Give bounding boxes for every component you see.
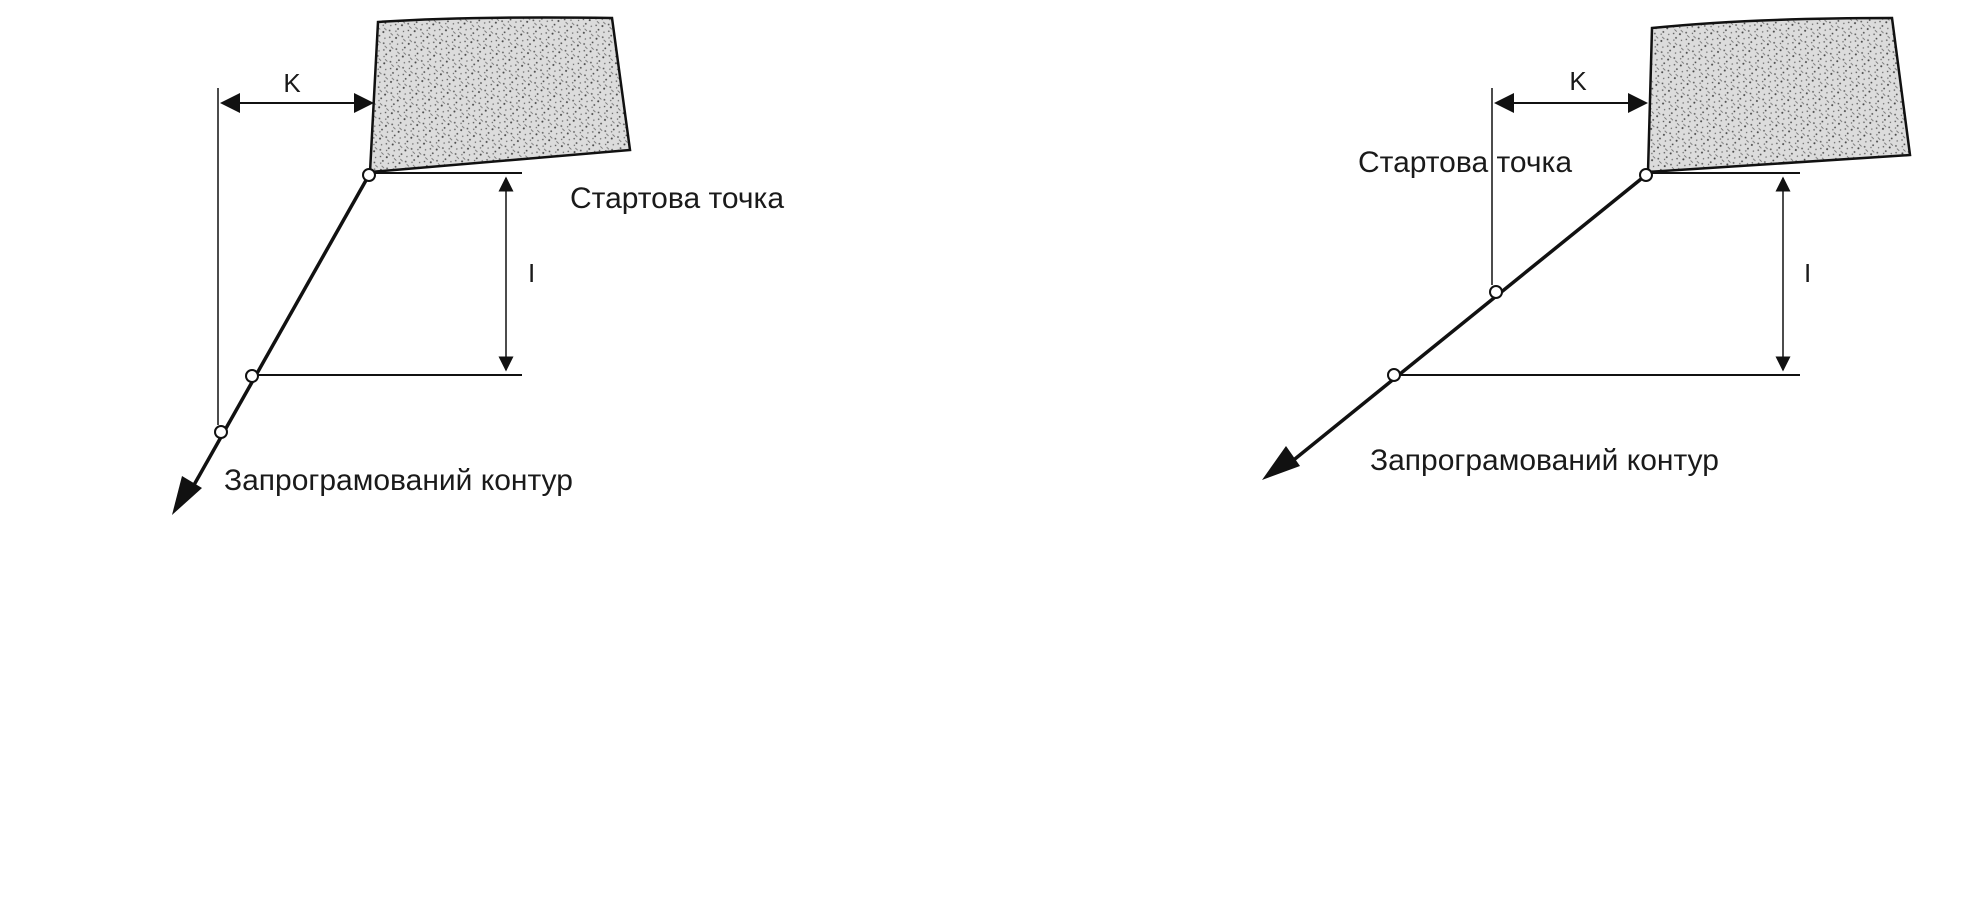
i-dimension-label: I xyxy=(528,258,535,288)
programmed-contour-line xyxy=(1283,173,1648,469)
start-point-label: Стартова точка xyxy=(1358,146,1572,179)
diagram-left: K I Стартова точка Запрограмований конту… xyxy=(172,16,784,515)
contour-arrowhead xyxy=(1262,446,1300,480)
programmed-contour-line xyxy=(188,174,371,493)
i-dimension-label: I xyxy=(1804,258,1811,288)
start-point-label: Стартова точка xyxy=(570,182,784,215)
start-point-marker xyxy=(1639,168,1653,182)
contour-label: Запрограмований контур xyxy=(1370,444,1719,477)
contour-point-marker xyxy=(1387,368,1401,382)
contour-point-marker xyxy=(1489,285,1503,299)
contour-label: Запрограмований контур xyxy=(224,464,573,497)
workpiece-block xyxy=(368,16,632,174)
contour-point-marker xyxy=(214,425,228,439)
k-dimension-label: K xyxy=(1569,66,1587,96)
k-dimension-label: K xyxy=(283,68,301,98)
start-point-marker xyxy=(362,168,376,182)
workpiece-block xyxy=(1646,16,1912,174)
contour-point-marker xyxy=(245,369,259,383)
contour-arrowhead xyxy=(172,476,202,515)
diagram-right: K I Стартова точка Запрограмований конту… xyxy=(1262,16,1912,480)
